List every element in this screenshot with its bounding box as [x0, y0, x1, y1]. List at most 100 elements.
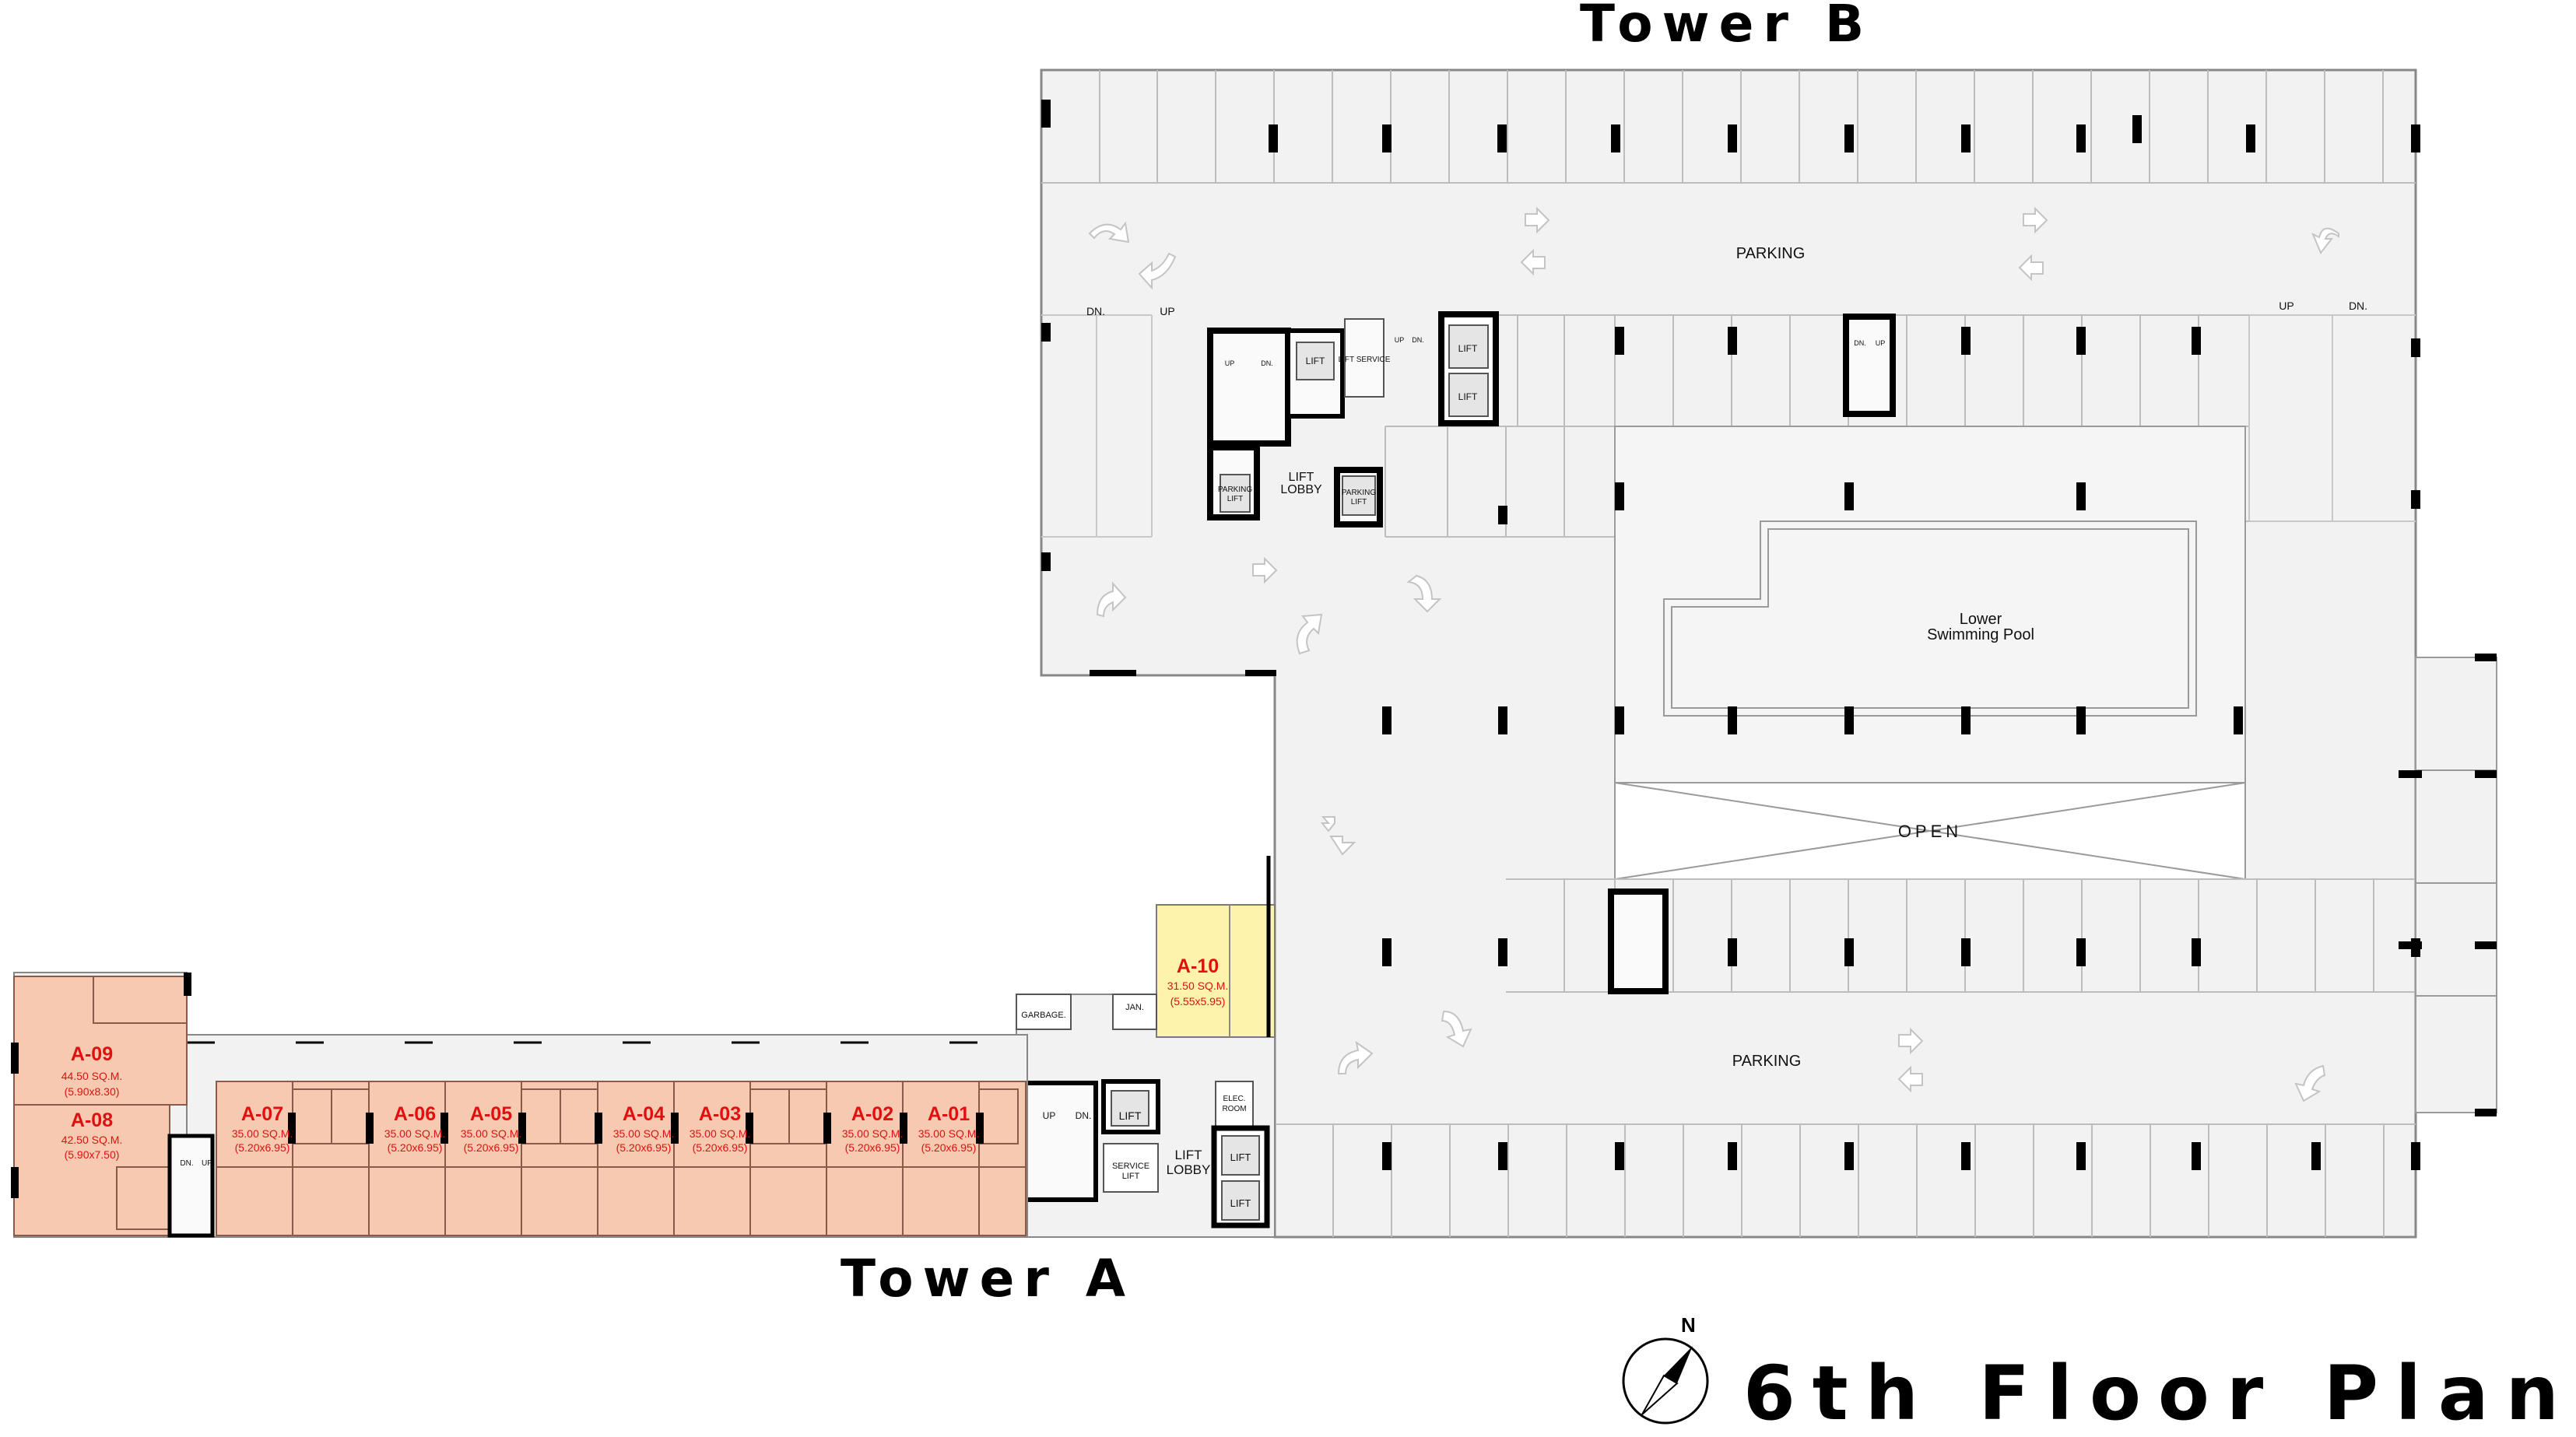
tower-a-unit-rooms [13, 976, 1027, 1236]
east-ramp [2248, 314, 2416, 522]
stair-up-label-a-west: UP [202, 1159, 212, 1168]
unit-a-03-room[interactable] [673, 1081, 751, 1236]
lift-lobby-label-north-2: LOBBY [1280, 483, 1322, 496]
stair-up-core: UP [1225, 359, 1235, 367]
unit-a-05-room[interactable] [444, 1081, 522, 1236]
unit-a-02-id: A-02 [851, 1103, 893, 1125]
south-parking-bays [1275, 878, 2416, 1237]
unit-a-01-area: 35.00 SQ.M. [918, 1127, 980, 1140]
north-parking-bays [1041, 70, 2416, 184]
stair-up-label-east: UP [2279, 300, 2293, 312]
tower-b-heading: Tower B [1580, 0, 1874, 54]
open-area [1614, 782, 2246, 880]
tower-a-east-block [1016, 856, 1276, 1238]
pool-label-line1: Lower [1960, 611, 2002, 628]
east-annex [2415, 657, 2497, 1113]
unit-a-03-id: A-03 [699, 1103, 741, 1125]
unit-a-07-room[interactable] [216, 1081, 293, 1236]
parking-lift-label-east-2: LIFT [1351, 498, 1367, 506]
unit-a-08-room[interactable] [13, 1104, 170, 1236]
structural-columns [1041, 100, 2497, 1170]
unit-a-10-dims: (5.55x5.95) [1170, 995, 1226, 1008]
parking-label-south: PARKING [1732, 1053, 1802, 1070]
pool-label-line2: Swimming Pool [1927, 626, 2034, 643]
unit-a-04-dims: (5.20x6.95) [616, 1141, 672, 1154]
lift-label-a-3: LIFT [1230, 1197, 1251, 1209]
unit-a-07-id: A-07 [241, 1103, 283, 1125]
unit-a-10-area: 31.50 SQ.M. [1167, 980, 1229, 992]
lift-lobby-label-a-2: LOBBY [1167, 1162, 1211, 1177]
unit-a-05-id: A-05 [470, 1103, 512, 1125]
parking-label-north: PARKING [1736, 245, 1806, 262]
tower-a-wing [11, 972, 1028, 1238]
unit-a-07-dims: (5.20x6.95) [235, 1141, 290, 1154]
stair-dn-label-west: DN. [1086, 305, 1105, 317]
unit-a-09-id: A-09 [71, 1043, 113, 1065]
unit-a-02-room[interactable] [826, 1081, 904, 1236]
lift-lobby-label-a-1: LIFT [1175, 1148, 1202, 1162]
lift-label-1: LIFT [1306, 356, 1325, 366]
unit-a-10-id: A-10 [1177, 955, 1219, 977]
lower-swimming-pool [1614, 426, 2246, 783]
parking-lift-label-east-1: PARKING [1342, 489, 1376, 497]
elec-room-label-2: ROOM [1222, 1105, 1246, 1113]
west-ramp [1041, 314, 1153, 538]
unit-a-06-id: A-06 [394, 1103, 436, 1125]
unit-a-08-area: 42.50 SQ.M. [61, 1134, 123, 1146]
north-core-lift-boxes [1220, 318, 1489, 516]
unit-a-04-room[interactable] [597, 1081, 675, 1236]
parking-lift-label-west-2: LIFT [1227, 495, 1244, 503]
unit-a-02-dims: (5.20x6.95) [845, 1141, 900, 1154]
unit-a-04-area: 35.00 SQ.M. [613, 1127, 675, 1140]
stair-dn-label-a: DN. [1076, 1110, 1092, 1121]
unit-a-01-id: A-01 [928, 1103, 970, 1125]
stair-up-core-2: UP [1395, 336, 1405, 344]
unit-a-03-area: 35.00 SQ.M. [690, 1127, 751, 1140]
north-arrow-icon [1622, 1337, 1709, 1425]
unit-labels: A-07 35.00 SQ.M. (5.20x6.95) A-06 35.00 … [61, 955, 1229, 1161]
stair-dn-label-east: DN. [2349, 300, 2367, 312]
stair-dn-core-3: DN. [1854, 339, 1866, 347]
unit-a-09-room[interactable] [13, 976, 188, 1106]
stair-up-label-west: UP [1160, 305, 1174, 317]
lift-label-2: LIFT [1458, 343, 1478, 354]
unit-a-07-area: 35.00 SQ.M. [232, 1127, 293, 1140]
unit-a-06-room[interactable] [368, 1081, 446, 1236]
stair-dn-core-2: DN. [1412, 336, 1424, 344]
unit-a-01-room[interactable] [902, 1081, 980, 1236]
tower-b-parking-block [1040, 68, 2497, 1239]
unit-a-03-dims: (5.20x6.95) [693, 1141, 748, 1154]
stair-up-core-3: UP [1876, 339, 1886, 347]
unit-a-04-id: A-04 [623, 1103, 665, 1125]
lift-label-a-2: LIFT [1230, 1151, 1251, 1163]
unit-a-10-room[interactable] [1156, 904, 1276, 1038]
stair-dn-core: DN. [1261, 359, 1273, 367]
unit-a-09-area: 44.50 SQ.M. [61, 1070, 123, 1082]
stair-up-label-a: UP [1043, 1110, 1056, 1121]
garbage-label: GARBAGE. [1021, 1011, 1065, 1020]
area-labels: PARKING PARKING Lower Swimming Pool OPEN… [180, 245, 2367, 1209]
lift-label-a-1: LIFT [1119, 1109, 1142, 1122]
lift-service-label: LIFT SERVICE [1339, 356, 1391, 364]
unit-a-08-dims: (5.90x7.50) [65, 1148, 120, 1161]
unit-a-02-area: 35.00 SQ.M. [842, 1127, 904, 1140]
lift-lobby-label-north-1: LIFT [1289, 471, 1314, 484]
unit-a-09-dims: (5.90x8.30) [65, 1085, 120, 1098]
unit-a-05-dims: (5.20x6.95) [464, 1141, 519, 1154]
lift-label-3: LIFT [1458, 391, 1478, 402]
unit-a-05-area: 35.00 SQ.M. [461, 1127, 522, 1140]
unit-a-01-dims: (5.20x6.95) [921, 1141, 977, 1154]
floor-plan-title: 6th Floor Plan [1743, 1350, 2576, 1437]
unit-a-06-dims: (5.20x6.95) [388, 1141, 443, 1154]
stair-dn-label-a-west: DN. [180, 1159, 193, 1168]
tower-a-heading: Tower A [841, 1249, 1135, 1309]
open-label: OPEN [1898, 822, 1962, 841]
service-lift-label-2: LIFT [1122, 1172, 1140, 1181]
unit-a-08-id: A-08 [71, 1109, 113, 1131]
service-lift-label-1: SERVICE [1112, 1162, 1149, 1171]
traffic-arrows [1088, 206, 2339, 1102]
tower-a-unit-dividers [11, 973, 984, 1198]
jan-label: JAN. [1125, 1003, 1144, 1012]
north-label: N [1681, 1313, 1696, 1337]
elec-room-label-1: ELEC. [1223, 1095, 1246, 1103]
